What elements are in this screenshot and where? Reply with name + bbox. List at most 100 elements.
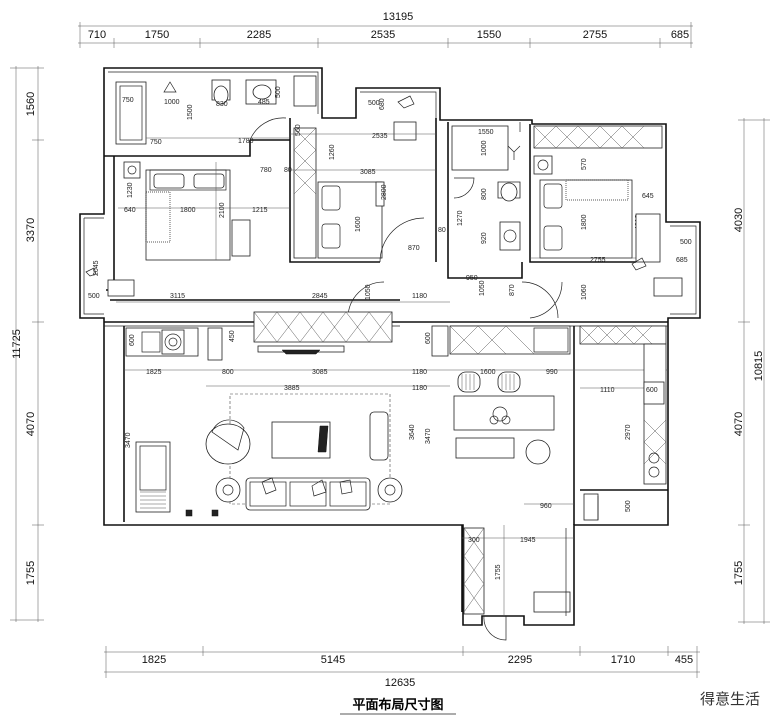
balcony-chair	[107, 279, 135, 297]
svg-text:300: 300	[468, 537, 480, 544]
shower-icon	[163, 81, 177, 93]
left-dim-2: 3370	[25, 218, 37, 242]
dining-area: 1600 990 960	[431, 325, 574, 510]
top-dim-7: 685	[671, 29, 689, 41]
svg-text:800: 800	[222, 369, 234, 376]
svg-text:1550: 1550	[478, 129, 494, 136]
dining-table	[453, 395, 555, 431]
svg-text:2045: 2045	[93, 260, 100, 276]
svg-text:1000: 1000	[164, 99, 180, 106]
kitchen-counter	[643, 343, 667, 485]
svg-text:600: 600	[425, 332, 432, 344]
svg-text:780: 780	[260, 167, 272, 174]
right-dim-3: 1755	[733, 561, 745, 585]
svg-text:2800: 2800	[381, 184, 388, 200]
svg-text:500: 500	[88, 293, 100, 300]
svg-text:3085: 3085	[360, 169, 376, 176]
right-dim-1: 4030	[733, 208, 745, 232]
svg-text:990: 990	[546, 369, 558, 376]
svg-text:600: 600	[646, 387, 658, 394]
left-dim-4: 1755	[25, 561, 37, 585]
svg-text:1215: 1215	[252, 207, 268, 214]
bottom-dim-5: 455	[675, 654, 693, 666]
balcony-cabinet	[463, 527, 485, 615]
top-dimension-chain: 13195 710 1750 2285 2535 1550 2755 685	[78, 11, 693, 48]
sink	[499, 221, 521, 251]
sink	[252, 84, 272, 100]
right-dim-2: 4070	[733, 412, 745, 436]
bottom-dimension-chain: 1825 5145 2295 1710 455 12635	[104, 646, 700, 689]
svg-text:3640: 3640	[409, 424, 416, 440]
wardrobe	[533, 125, 663, 149]
bathtub	[115, 81, 147, 145]
svg-text:500: 500	[275, 86, 282, 98]
svg-text:3470: 3470	[425, 428, 432, 444]
svg-text:1600: 1600	[355, 216, 362, 232]
svg-text:960: 960	[540, 503, 552, 510]
svg-text:1800: 1800	[180, 207, 196, 214]
nightstand	[123, 161, 141, 179]
bedroom-2: 560 500 680 2535 1260 3085 1600 2800 870…	[290, 95, 446, 263]
svg-text:500: 500	[625, 500, 632, 512]
right-total-dim: 10815	[753, 351, 765, 382]
upper-cabinet	[579, 325, 667, 345]
top-total-dim: 13195	[383, 11, 414, 23]
svg-text:750: 750	[150, 139, 162, 146]
svg-text:1780: 1780	[238, 138, 254, 145]
svg-text:500: 500	[680, 239, 692, 246]
svg-text:485: 485	[258, 99, 270, 106]
bench	[455, 437, 515, 459]
plan-title: 平面布局尺寸图	[352, 697, 443, 713]
svg-text:1260: 1260	[329, 144, 336, 160]
svg-text:1755: 1755	[495, 564, 502, 580]
svg-text:80: 80	[284, 167, 292, 174]
right-dimension-chain: 4030 4070 1755 10815	[733, 118, 770, 624]
svg-text:3470: 3470	[125, 432, 132, 448]
pillow	[153, 173, 185, 189]
dining-chair	[457, 371, 481, 393]
stove-burner	[648, 452, 660, 464]
dining-cabinet	[449, 325, 571, 355]
svg-text:1000: 1000	[481, 140, 488, 156]
top-dim-2: 1750	[145, 29, 169, 41]
stove-burner	[648, 466, 660, 478]
svg-text:800: 800	[481, 188, 488, 200]
bathroom-1: 750 1000 1500 830 485 500 750 1780	[115, 75, 317, 146]
svg-text:450: 450	[229, 330, 236, 342]
bedroom-1: 1230 640 1800 2100 1215 780 80	[118, 161, 292, 261]
left-dim-1: 1560	[25, 92, 37, 116]
tv-cabinet	[253, 311, 393, 343]
svg-text:750: 750	[122, 97, 134, 104]
bathroom-2: 1550 1000 800 1270 920 950 1050 870	[451, 122, 559, 319]
bed-3	[539, 179, 633, 259]
bottom-dim-2: 5145	[321, 654, 345, 666]
svg-text:870: 870	[408, 245, 420, 252]
svg-text:920: 920	[481, 232, 488, 244]
plant-icon	[397, 95, 415, 109]
svg-text:2755: 2755	[590, 257, 606, 264]
balcony-left: 2045 500	[85, 260, 135, 300]
plant-icon	[85, 267, 97, 277]
bottom-total-dim: 12635	[385, 677, 416, 689]
svg-text:3885: 3885	[284, 385, 300, 392]
svg-text:3085: 3085	[312, 369, 328, 376]
dining-chair	[497, 371, 521, 393]
svg-text:1110: 1110	[600, 387, 615, 394]
svg-text:640: 640	[124, 207, 136, 214]
svg-text:570: 570	[581, 158, 588, 170]
bottom-dim-3: 2295	[508, 654, 532, 666]
side-table	[369, 411, 389, 461]
svg-text:2100: 2100	[219, 202, 226, 218]
left-total-dim: 11725	[11, 329, 23, 359]
side-table-round	[215, 477, 241, 503]
svg-text:680: 680	[379, 98, 386, 110]
watermark-text: 得意生活	[700, 690, 760, 708]
bottom-dim-1: 1825	[142, 654, 166, 666]
lounge-chair	[135, 441, 171, 513]
living-room: 600 450 1825 800 3085 3885 1180 1180 347…	[124, 311, 668, 517]
svg-text:870: 870	[509, 284, 516, 296]
svg-text:1060: 1060	[581, 284, 588, 300]
kitchen-sink	[643, 381, 665, 405]
